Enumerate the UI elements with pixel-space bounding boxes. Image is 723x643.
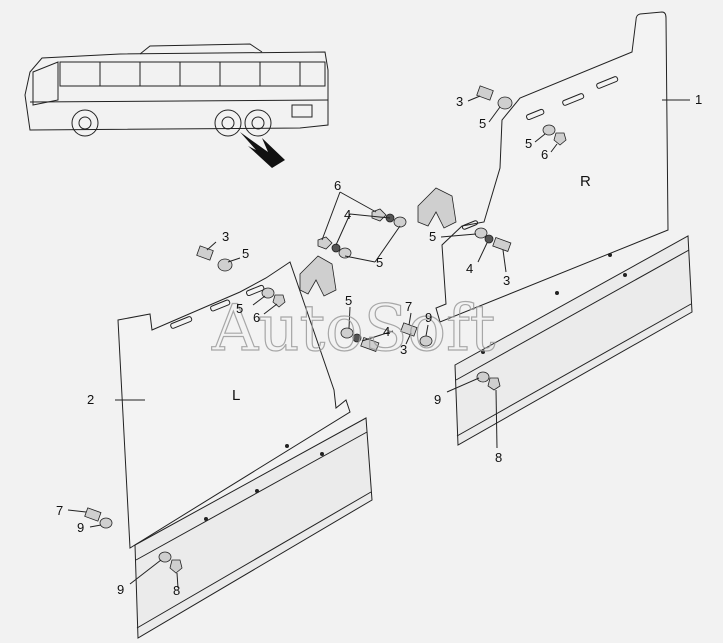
bracket-right (417, 187, 457, 229)
callout-r4a: 4 (466, 261, 473, 276)
callout-c5: 5 (345, 293, 352, 308)
callout-l9a: 9 (77, 520, 84, 535)
callout-l8: 8 (173, 583, 180, 598)
callout-r3b: 3 (503, 273, 510, 288)
side-label-left: L (232, 387, 240, 404)
callout-l6: 6 (253, 310, 260, 325)
callout-r3a: 3 (456, 94, 463, 109)
callout-r5a: 5 (479, 116, 486, 131)
callout-m4: 4 (344, 207, 351, 222)
callout-r6a: 6 (541, 147, 548, 162)
callout-c9: 9 (425, 310, 432, 325)
bracket-left (299, 255, 337, 297)
callout-r9: 9 (434, 392, 441, 407)
fasteners (84, 85, 567, 574)
callout-1: 1 (695, 92, 702, 107)
callout-m5: 5 (376, 255, 383, 270)
callout-c4: 4 (383, 324, 390, 339)
callout-2: 2 (87, 392, 94, 407)
mud-flap-left (117, 261, 373, 639)
callout-l5b: 5 (236, 301, 243, 316)
callout-c7: 7 (405, 299, 412, 314)
watermark: AutoSoft (211, 292, 496, 366)
leader-lines (67, 95, 690, 589)
callout-l3: 3 (222, 229, 229, 244)
callout-r5b: 5 (525, 136, 532, 151)
callout-c3: 3 (400, 342, 407, 357)
callout-r5c: 5 (429, 229, 436, 244)
callout-labels: 1 2 3 5 5 6 5 4 3 6 4 5 3 5 5 6 5 4 7 9 … (56, 92, 702, 598)
callout-m6: 6 (334, 178, 341, 193)
bus-icon (0, 0, 330, 168)
callout-l7: 7 (56, 503, 63, 518)
callout-r8: 8 (495, 450, 502, 465)
callout-l5a: 5 (242, 246, 249, 261)
callout-l9b: 9 (117, 582, 124, 597)
side-label-right: R (580, 173, 591, 190)
